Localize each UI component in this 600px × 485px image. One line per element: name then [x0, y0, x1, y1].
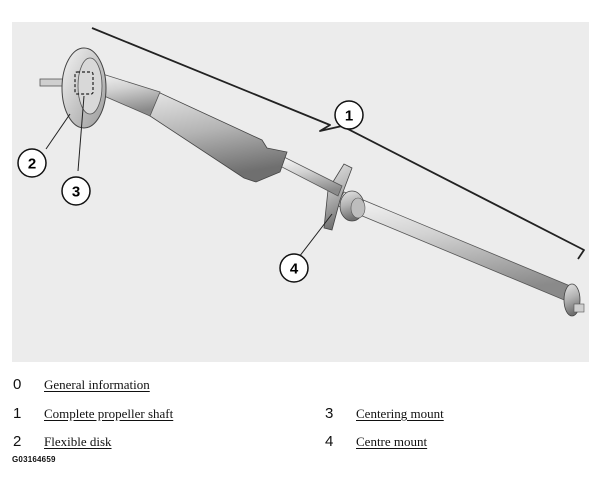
legend-number: 3: [325, 405, 334, 422]
centering-mount-marker: [74, 71, 94, 95]
callout-3-label: 3: [72, 184, 80, 201]
figure-code: G03164659: [12, 455, 56, 464]
flexible-disk-hub: [77, 57, 103, 115]
callout-3: 3: [61, 176, 91, 206]
legend-link-complete-propeller-shaft[interactable]: Complete propeller shaft: [44, 406, 174, 421]
legend-link-general-information[interactable]: General information: [44, 377, 150, 392]
legend-link-flexible-disk[interactable]: Flexible disk: [44, 434, 112, 449]
middle-shaft: [279, 156, 343, 197]
legend-number: 0: [13, 376, 22, 393]
callout-2: 2: [17, 148, 47, 178]
legend-number: 4: [325, 433, 334, 450]
leader-line-3: [77, 95, 85, 172]
legend-number: 2: [13, 433, 22, 450]
callout-4-label: 4: [290, 261, 299, 278]
rear-tube: [335, 191, 576, 303]
leader-line-4: [298, 213, 333, 258]
propeller-shaft-illustration: 1 2 3 4: [17, 27, 585, 317]
leader-line-2: [45, 113, 71, 150]
callout-2-label: 2: [28, 156, 36, 173]
callout-4: 4: [279, 253, 309, 283]
centre-mount-ring: [350, 197, 366, 219]
callout-1: 1: [334, 100, 364, 130]
centre-mount-bracket: [323, 163, 353, 231]
legend-link-centre-mount[interactable]: Centre mount: [356, 434, 428, 449]
legend-link-centering-mount[interactable]: Centering mount: [356, 406, 444, 421]
shaft-bracket-line: [91, 27, 585, 260]
middle-section: [146, 91, 288, 183]
rear-flange-stub: [573, 303, 585, 313]
callout-1-label: 1: [345, 108, 353, 125]
legend-number: 1: [13, 405, 22, 422]
propeller-shaft-diagram: 1 2 3 4: [12, 22, 589, 362]
